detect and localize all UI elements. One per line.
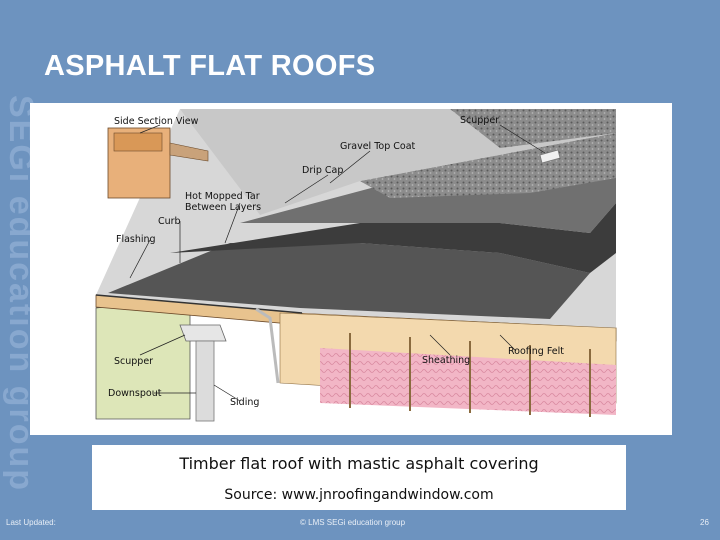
caption-source: Source: www.jnroofingandwindow.com: [224, 487, 494, 503]
label-gravel-top-coat: Gravel Top Coat: [340, 141, 416, 152]
gravel-patch: [450, 109, 616, 148]
footer-page-number: 26: [700, 518, 709, 527]
roof-diagram-figure: Side Section View Scupper Gravel Top Coa…: [30, 103, 672, 435]
insulation: [320, 348, 616, 415]
slide-title: ASPHALT FLAT ROOFS: [44, 50, 376, 82]
caption-main: Timber flat roof with mastic asphalt cov…: [179, 454, 539, 473]
label-side-section-view: Side Section View: [114, 116, 199, 127]
curb-edge: [95, 294, 303, 314]
flashing-strip: [255, 307, 280, 384]
label-scupper-bottom: Scupper: [114, 356, 153, 367]
label-downspout: Downspout: [108, 388, 162, 399]
roof-diagram: Side Section View Scupper Gravel Top Coa…: [84, 106, 642, 422]
label-scupper-top: Scupper: [460, 115, 499, 126]
gravel-top-coat: [360, 133, 616, 198]
label-hot-mopped-line1: Hot Mopped Tar: [185, 191, 260, 202]
label-siding: Siding: [230, 397, 259, 408]
leader-lines: [129, 124, 546, 402]
label-hot-mopped-line2: Between Layers: [185, 202, 261, 213]
roof-scupper: [539, 149, 561, 164]
caption-box: Timber flat roof with mastic asphalt cov…: [92, 445, 626, 510]
label-roofing-felt: Roofing Felt: [508, 346, 564, 357]
label-curb: Curb: [158, 216, 181, 227]
tar-layer: [170, 203, 616, 273]
label-flashing: Flashing: [116, 234, 156, 245]
footer-last-updated: Last Updated:: [6, 518, 56, 527]
scupper-box: [179, 324, 227, 342]
footer-copyright: © LMS SEGi education group: [300, 518, 406, 527]
downspout-pipe: [195, 340, 215, 422]
label-drip-cap: Drip Cap: [302, 165, 343, 176]
roofing-felt-layer: [108, 243, 590, 319]
joists: [349, 333, 591, 417]
label-sheathing: Sheathing: [422, 355, 470, 366]
